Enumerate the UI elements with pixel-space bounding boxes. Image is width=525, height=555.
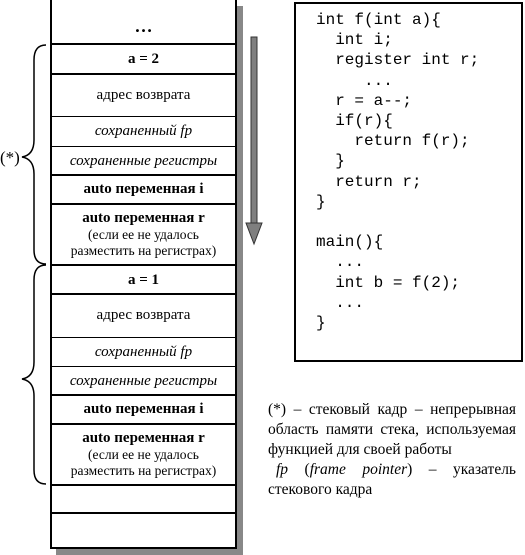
frame2-var-r-note-1: (если ее не удалось (88, 446, 199, 462)
code-line: ... (316, 293, 365, 312)
frame-brace-lower (21, 264, 47, 485)
frame2-var-r-label: auto переменная r (82, 429, 205, 446)
code-box: int f(int a){ int i; register int r; ...… (294, 2, 523, 362)
frame1-saved-registers: сохраненные регистры (69, 152, 218, 169)
divider (52, 484, 235, 486)
stack-growth-arrow (245, 36, 263, 246)
code-line: ... (316, 253, 365, 272)
stack-diagram: … a = 2 адрес возврата сохраненный fp со… (50, 0, 237, 549)
divider (52, 293, 235, 295)
frame1-var-r: auto переменная r (если ее не удалось ра… (52, 205, 235, 263)
divider (52, 116, 235, 117)
divider (52, 264, 235, 266)
code-line: int b = f(2); (316, 273, 461, 292)
stack-frame-marker: (*) (0, 148, 20, 167)
frame1-var-r-note-1: (если ее не удалось (88, 226, 199, 242)
frame1-param: a = 2 (127, 51, 160, 67)
footnote-fp-open: ( (288, 461, 310, 478)
code-line: return f(r); (316, 132, 470, 151)
frame2-var-r: auto переменная r (если ее не удалось ра… (52, 425, 235, 483)
code-line: main(){ (316, 233, 384, 252)
divider (52, 366, 235, 367)
divider (52, 512, 235, 514)
frame2-saved-registers: сохраненные регистры (69, 372, 218, 389)
frame1-var-r-label: auto переменная r (82, 209, 205, 226)
frame2-saved-fp: сохраненный fp (94, 343, 193, 360)
code-listing: int f(int a){ int i; register int r; ...… (316, 10, 479, 333)
frame2-param: a = 1 (127, 271, 160, 288)
code-line (316, 212, 479, 232)
frame-brace-upper (21, 44, 47, 265)
code-line: } (316, 314, 326, 333)
footnote-fp-abbr: fp (276, 461, 289, 478)
divider (52, 203, 235, 205)
code-line: register int r; (316, 51, 480, 70)
divider (52, 146, 235, 147)
divider (52, 394, 235, 396)
footnote-fp-rest: ) – указатель стекового кадра (268, 461, 516, 498)
code-line: r = a--; (316, 91, 413, 110)
footnote: (*) – стековый кадр – непрерывная област… (268, 400, 516, 500)
divider (52, 174, 235, 176)
footnote-fp: fp (frame pointer) – указатель стекового… (268, 460, 516, 500)
frame1-var-i: auto переменная i (83, 181, 204, 197)
footnote-fp-term: frame pointer (309, 461, 408, 478)
code-line: } (316, 152, 345, 171)
code-line: if(r){ (316, 112, 393, 131)
frame2-var-i: auto переменная i (83, 401, 204, 417)
divider (52, 337, 235, 338)
divider (52, 423, 235, 425)
frame1-return-address: адрес возврата (96, 86, 191, 103)
code-line: return r; (316, 172, 422, 191)
frame2-var-r-note-2: разместить на регистрах) (70, 462, 217, 478)
code-line: int f(int a){ (316, 11, 441, 29)
code-line: ... (316, 71, 393, 90)
stack-top-ellipsis: … (134, 15, 153, 36)
code-line: int i; (316, 31, 393, 50)
frame1-var-r-note-2: разместить на регистрах) (70, 242, 217, 258)
frame2-return-address: адрес возврата (96, 307, 191, 323)
frame1-saved-fp: сохраненный fp (94, 123, 193, 139)
divider (52, 43, 235, 45)
footnote-stack-frame: (*) – стековый кадр – непрерывная област… (268, 401, 516, 458)
code-line: } (316, 192, 326, 211)
divider (52, 73, 235, 75)
